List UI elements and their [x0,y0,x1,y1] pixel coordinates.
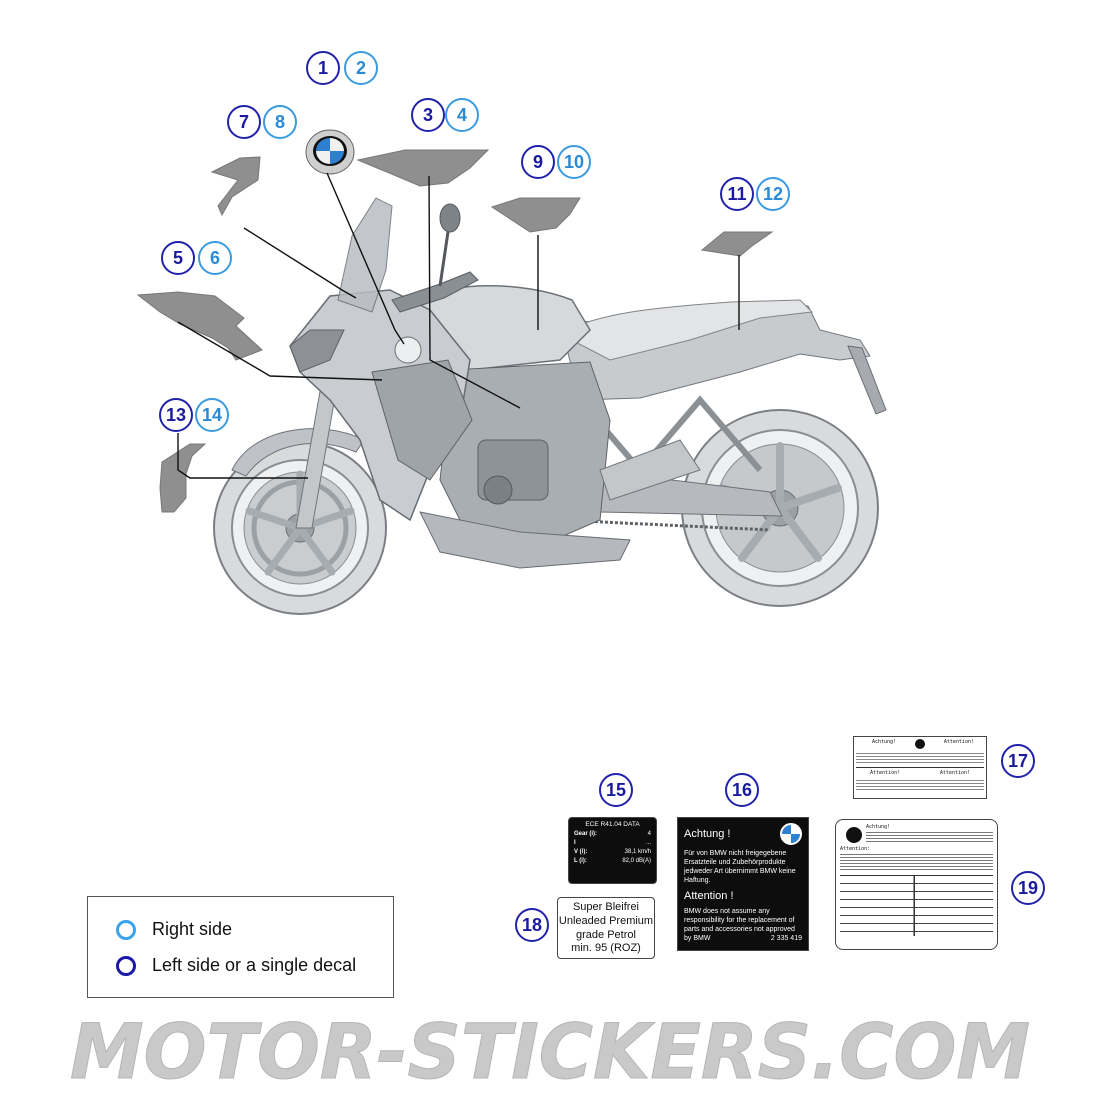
right-side-ring-icon [116,919,136,940]
motorcycle-illustration [213,197,887,615]
label16-heading1: Achtung ! [684,827,731,840]
fine-print [866,830,993,844]
callout-13: 13 [159,398,193,432]
bmw-roundel-icon [846,827,862,843]
watermark-text: MOTOR-STICKERS.COM [70,1007,1030,1096]
callout-5: 5 [161,241,195,275]
callout-9: 9 [521,145,555,179]
fine-print [856,751,984,765]
label16-heading2: Attention ! [684,890,734,903]
legend-left-label: Left side or a single decal [152,955,357,975]
callout-15: 15 [599,773,633,807]
callout-17: 17 [1001,744,1035,778]
label15-row: V (i):38,1 km/h [574,849,651,855]
decal-9-10 [490,197,581,233]
label18-line4: min. 95 (ROZ) [571,942,641,955]
legend-row-left: Left side or a single decal [116,955,356,976]
legend-right-label: Right side [152,919,233,939]
callout-2: 2 [344,51,378,85]
callout-1: 1 [306,51,340,85]
callout-14: 14 [195,398,229,432]
legend-row-right: Right side [116,919,232,940]
callout-19: 19 [1011,871,1045,905]
leader-lines [177,172,740,479]
bmw-roundel-icon [914,739,925,749]
decal-16-warning-label: Achtung ! Für von BMW nicht freigegebene… [677,817,809,951]
watermark: MOTOR-STICKERS.COM [70,1007,1031,1097]
decal-5-6 [136,291,263,361]
decal-1-2-roundel [305,129,355,175]
callout-16: 16 [725,773,759,807]
tyre-pressure-table [840,875,993,936]
callout-7: 7 [227,105,261,139]
callout-3: 3 [411,98,445,132]
label18-line3: grade Petrol [576,928,636,941]
callout-4: 4 [445,98,479,132]
decal-19-tyre-label: Achtung! Attention: [835,819,998,950]
label18-line2: Unleaded Premium [558,914,654,927]
label16-code: 2 335 419 [770,935,802,943]
label17-h3: Attention! [870,770,901,776]
decal-7-8 [210,156,261,217]
label16-text2: BMW does not assume any responsibility f… [684,907,795,942]
callout-12: 12 [756,177,790,211]
decal-11-12 [700,231,774,257]
decal-18-fuel-label: Super Bleifrei Unleaded Premium grade Pe… [557,897,655,959]
label15-row: Gear (i):4 [574,831,651,837]
label18-line1: Super Bleifrei [572,901,640,913]
callout-10: 10 [557,145,591,179]
decal-17-info-label: Achtung! Attention! Attention! Attention… [853,736,987,799]
callout-8: 8 [263,105,297,139]
decal-15-noise-label: ECE R41.04 DATA Gear (i):4 I... V (i):38… [568,817,657,884]
fine-print [840,852,993,872]
label16-text1: Für von BMW nicht freigegebene Ersatztei… [684,850,796,885]
decal-shapes [136,129,774,513]
callout-11: 11 [720,177,754,211]
decal-3-4 [356,149,490,187]
callout-18: 18 [515,908,549,942]
left-side-ring-icon [116,955,136,976]
label19-h2: Attention: [840,846,871,852]
label15-row: L (i):82,0 dB(A) [574,858,651,864]
decal-13-14 [159,443,207,513]
fine-print [856,778,984,792]
label19-h1: Achtung! [866,824,891,830]
bmw-roundel-icon [780,823,802,845]
label15-row: I... [574,840,651,846]
label17-h2: Attention! [943,739,974,745]
label17-h1: Achtung! [872,739,897,745]
callout-6: 6 [198,241,232,275]
legend-box: Right side Left side or a single decal [87,896,394,998]
label17-h4: Attention! [939,770,970,776]
label15-title: ECE R41.04 DATA [585,821,640,828]
